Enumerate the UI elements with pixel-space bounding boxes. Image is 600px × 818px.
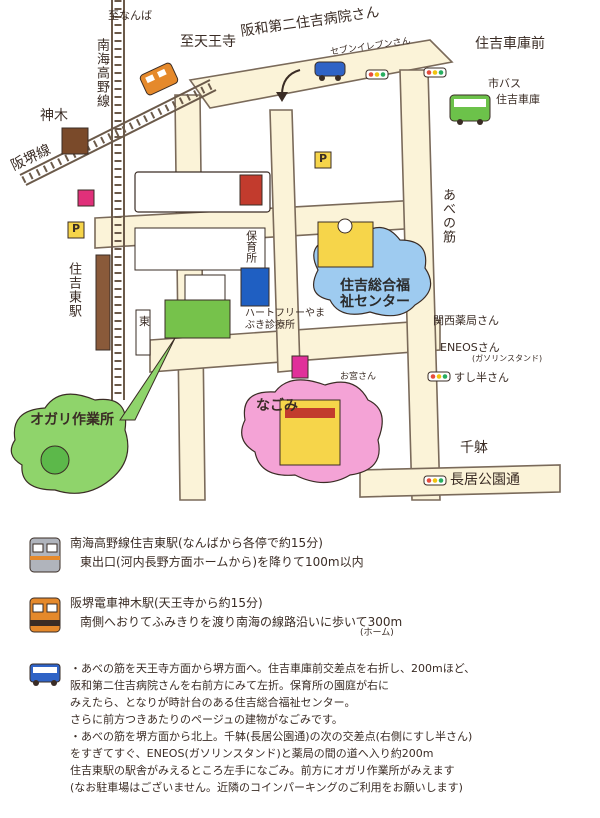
label-omiyasan: お宮さん [340,372,377,382]
road-bottom-horizontal [359,464,561,498]
traffic-light-icon [423,475,447,486]
legend-nankai: 南海高野線住吉東駅(なんばから各停で約15分) 東出口(河内長野方面ホームから)… [29,534,590,573]
hankai-railway [19,79,217,186]
residential-block [134,171,271,213]
label-higashi: 東 [139,315,150,328]
label-nagai-park: 長居公園通 [450,472,520,488]
tram-icon [139,62,179,96]
label-to-tennoji: 至天王寺 [180,34,236,50]
kamiki-station [61,127,89,155]
label-sukiya: すし半さん [454,371,509,384]
legend-bus: ・あべの筋を天王寺方面から堺方面へ。住吉車庫前交差点を右折し、200mほど、 阪… [29,660,590,796]
nankai-railway [111,0,125,400]
label-hoikusho: 保育所 [244,230,258,263]
legend-nankai-title: 南海高野線住吉東駅(なんばから各停で約15分) [70,536,323,550]
label-eneos-sub: (ガソリンスタンド) [472,354,543,363]
nursery-block [134,227,266,271]
legend-bus-line: 住吉東駅の駅舎がみえるところ左手になごみ。前方にオガリ作業所がみえます [70,764,455,778]
legend-hankai: 阪堺電車神木駅(天王寺から約15分) 南側へおりてふみきりを渡り南海の線路沿いに… [29,594,590,641]
label-welfare-center: 住吉総合福祉センター [340,278,410,311]
label-abeno-suji: あべの筋 [440,188,455,244]
label-eneos: ENEOSさん [440,341,500,354]
arrow-head-icon [276,92,288,102]
city-bus-icon [449,94,491,125]
nagomi-cloud [241,379,383,484]
label-ogari: オガリ作業所 [30,412,114,428]
label-clinic: ハートフリーやまぶき診療所 [245,308,325,331]
legend-nankai-detail: 東出口(河内長野方面ホームから)を降りて100m以内 [80,554,364,569]
ogari-cloud [10,393,129,494]
label-nankai-koya-line: 南海高野線 [94,38,109,108]
sumiyoshi-higashi-station [95,254,151,356]
label-parking-1: P [319,152,328,165]
traffic-light-icon [423,67,447,78]
label-to-namba: 至なんば [108,9,152,22]
legend-bus-line: ・あべの筋を堺方面から北上。千躰(長居公園通)の次の交差点(右側にすし半さん) [70,730,473,744]
label-sumiyoshi-higashi-station: 住吉東駅 [66,262,81,318]
car-icon [314,61,346,81]
magenta-block [291,355,309,379]
legend-bus-line: みえたら、となりが時計台のある住吉総合福祉センター。 [70,696,356,710]
tram-icon [29,597,61,633]
parking-icon [314,151,332,169]
label-kamiki: 神木 [40,108,68,124]
legend-bus-line: ・あべの筋を天王寺方面から堺方面へ。住吉車庫前交差点を右折し、200mほど、 [70,662,476,675]
legend-hankai-title: 阪堺電車神木駅(天王寺から約15分) [70,596,263,610]
traffic-light-icon [365,69,389,80]
label-parking-2: P [72,222,81,235]
ogari-building [164,299,231,339]
legend-bus-line: をすぎてすぐ、ENEOS(ガソリンスタンド)と薬局の間の道へ入り約200m [70,747,434,761]
label-kansai-pharmacy: 関西薬局さん [433,314,499,327]
label-city-bus: 市バス [488,77,521,90]
label-chinmoto: 千躰 [460,440,488,456]
welfare-center-building [240,267,270,307]
parking-icon [67,221,85,239]
area-map [10,0,561,501]
train-icon [29,537,61,573]
welfare-center-cloud [312,218,432,317]
ogari-pointer [119,337,176,421]
shrine-mark [77,189,95,207]
label-sumiyoshi-shako-mae: 住吉車庫前 [475,36,545,52]
bus-icon [29,663,61,686]
label-sumiyoshi-shako: 住吉車庫 [496,93,540,106]
legend-bus-line: 阪和第二住吉病院さんを右前方にみて左折。保育所の園庭が右に [70,679,389,693]
legend-bus-line: さらに前方つきあたりのページュの建物がなごみです。 [70,713,343,727]
traffic-light-icon [427,371,451,382]
legend-hankai-note: (ホーム) [360,628,394,639]
label-nagomi: なごみ [256,398,298,414]
red-house [239,174,263,206]
legend-bus-line: (なお駐車場はございません。近隣のコインパーキングのご利用をお願いします) [70,781,463,795]
direction-arrow-icon [281,69,301,96]
legend-hankai-detail: 南側へおりてふみきりを渡り南海の線路沿いに歩いて300m [80,614,403,629]
